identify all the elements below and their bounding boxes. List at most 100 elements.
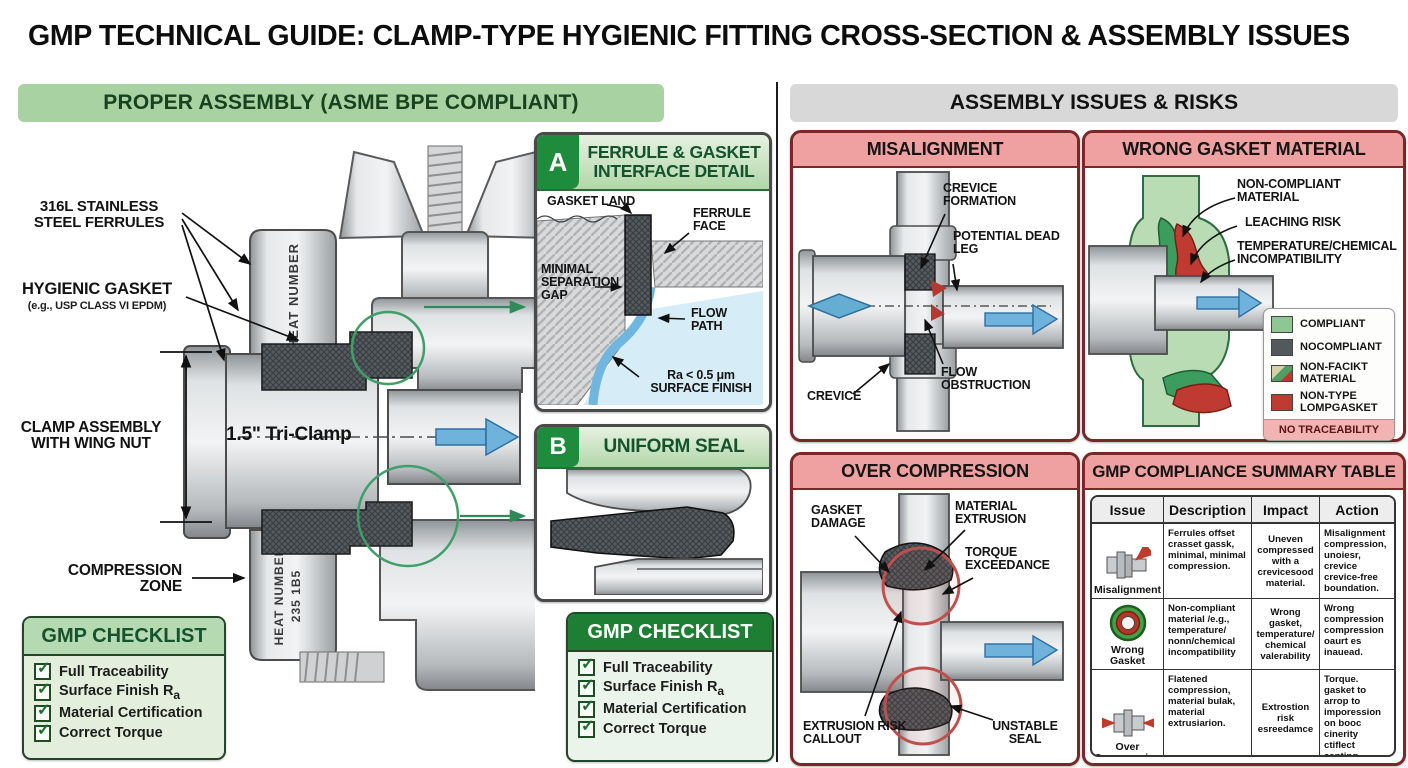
ferrule-top bbox=[566, 468, 752, 516]
over-compression-title: OVER COMPRESSION bbox=[793, 455, 1077, 490]
checkbox-checked-icon bbox=[34, 720, 51, 742]
checklist-item: Correct Torque bbox=[34, 720, 216, 742]
bolt-threads bbox=[304, 651, 359, 683]
table-cell-action: Misalignment compression, unoiesr, crevi… bbox=[1320, 524, 1394, 600]
issues-header: ASSEMBLY ISSUES & RISKS bbox=[790, 84, 1398, 122]
gasket-bulged-bottom bbox=[878, 687, 953, 731]
label-ferrule-face: FERRULE FACE bbox=[693, 206, 751, 233]
checklist-item-label: Full Traceability bbox=[603, 659, 713, 676]
table-row-issue: Wrong Gasket bbox=[1092, 599, 1164, 671]
label-temp-chem: TEMPERATURE/CHEMICAL INCOMPATIBILITY bbox=[1237, 239, 1397, 266]
over-compression-panel: OVER COMPRESSION bbox=[790, 452, 1080, 766]
wrong-gasket-diagram bbox=[1088, 175, 1274, 427]
checklist-item-label: Material Certification bbox=[59, 705, 203, 722]
label-flow-path: FLOW PATH bbox=[691, 306, 727, 333]
pipe-bell-left bbox=[183, 345, 231, 539]
label-material-extrusion: MATERIAL EXTRUSION bbox=[955, 499, 1027, 526]
dimension-line bbox=[160, 351, 212, 523]
detail-b-diagram bbox=[550, 468, 764, 596]
table-cell-impact: Wrong gasket, temperature/ chemical vale… bbox=[1252, 599, 1320, 671]
table-cell-action: Wrong compression compression oaurt es i… bbox=[1320, 599, 1394, 671]
checkbox-checked-icon bbox=[578, 716, 595, 738]
thread-lines bbox=[427, 151, 463, 227]
col-impact: Impact bbox=[1252, 497, 1320, 524]
label-flow-obstruction: FLOW OBSTRUCTION bbox=[941, 365, 1031, 392]
table-cell-action: Torque. gasket to arrop to imporession o… bbox=[1324, 674, 1382, 757]
compliant-swatch-icon bbox=[1271, 316, 1293, 333]
legend-label: NOCOMPLIANT bbox=[1300, 340, 1382, 353]
green-circle-callout-a bbox=[350, 310, 426, 386]
gasket-bottom bbox=[904, 333, 936, 375]
crevice-mark-1 bbox=[931, 280, 947, 297]
label-hygienic-gasket: HYGIENIC GASKET bbox=[21, 280, 173, 298]
checklist-item: Material Certification bbox=[578, 696, 764, 718]
detail-b-tag: B bbox=[537, 427, 579, 467]
gmp-checklist-middle-header: GMP CHECKLIST bbox=[568, 614, 772, 652]
checklist-item-label: Material Certification bbox=[603, 701, 747, 718]
checklist-item-label: Surface Finish Ra bbox=[59, 683, 181, 702]
label-leaching-risk: LEACHING RISK bbox=[1245, 215, 1342, 229]
flow-arrow-icon bbox=[1196, 287, 1263, 319]
detail-a-tag: A bbox=[537, 135, 579, 189]
label-unstable-seal: UNSTABLE SEAL bbox=[992, 719, 1058, 746]
wing-nut-barrel bbox=[401, 231, 489, 307]
checklist-item: Full Traceability bbox=[578, 654, 764, 676]
flow-region bbox=[583, 291, 763, 405]
left-pipe bbox=[800, 571, 904, 693]
over-compression-icon bbox=[1101, 709, 1154, 737]
crevice-mark-2 bbox=[931, 304, 945, 321]
table-cell-description: Flatened compression, material bulak, ma… bbox=[1164, 670, 1252, 755]
noncompliant-swatch-icon bbox=[1271, 339, 1293, 356]
legend-label: NON-TYPE LOMPGASKET bbox=[1300, 390, 1378, 414]
over-compression-diagram bbox=[800, 493, 1064, 756]
summary-table: Issue Description Impact Action Misalign… bbox=[1090, 495, 1396, 757]
table-row-issue: Over Compression bbox=[1092, 670, 1164, 755]
gasket-material-legend: COMPLIANT NOCOMPLIANT NON-FACIKT MATERIA… bbox=[1263, 308, 1395, 442]
table-cell-description: Non-compliant material /e.g., temperatur… bbox=[1164, 599, 1252, 671]
legend-row: COMPLIANT bbox=[1271, 316, 1387, 333]
label-leader-lines bbox=[181, 212, 300, 584]
misalignment-title: MISALIGNMENT bbox=[793, 133, 1077, 168]
checkbox-checked-icon bbox=[578, 675, 595, 697]
flow-arrow-icon bbox=[984, 303, 1059, 336]
checklist-item: Material Certification bbox=[34, 700, 216, 722]
summary-table-panel: GMP COMPLIANCE SUMMARY TABLE Issue Descr… bbox=[1082, 452, 1406, 766]
gmp-checklist-middle: GMP CHECKLIST Full Traceability Surface … bbox=[566, 612, 774, 762]
heat-number-code: 235 1B5 bbox=[289, 570, 303, 622]
label-min-gap: MINIMAL SEPARATION GAP bbox=[541, 262, 620, 302]
green-circle-callout-b bbox=[356, 464, 460, 568]
checkbox-checked-icon bbox=[578, 654, 595, 676]
clamp-bolt bbox=[299, 651, 385, 683]
checklist-item-label: Correct Torque bbox=[59, 725, 163, 742]
label-gasket-damage: GASKET DAMAGE bbox=[811, 503, 866, 530]
clamp-assembly-diagram: HEAT NUMBER HEAT NUMBER 235 1B5 bbox=[160, 145, 535, 691]
label-clamp-assembly: CLAMP ASSEMBLY WITH WING NUT bbox=[20, 419, 162, 453]
checklist-item: Full Traceability bbox=[34, 658, 216, 680]
checklist-item-label: Full Traceability bbox=[59, 663, 169, 680]
label-gasket-subtitle: (e.g., USP CLASS VI EPDM) bbox=[27, 300, 167, 312]
misalignment-icon bbox=[1106, 546, 1151, 579]
label-torque-exceedance: TORQUE EXCEEDANCE bbox=[965, 545, 1050, 572]
wrong-gasket-title: WRONG GASKET MATERIAL bbox=[1085, 133, 1403, 168]
label-non-compliant: NON-COMPLIANT MATERIAL bbox=[1237, 177, 1341, 204]
detail-b-title: UNIFORM SEAL bbox=[603, 435, 745, 457]
col-action: Action bbox=[1320, 497, 1394, 524]
table-row-issue: Misalignment bbox=[1092, 524, 1164, 600]
section-divider bbox=[776, 82, 778, 762]
gasket-uniform bbox=[550, 506, 735, 560]
label-dead-leg: POTENTIAL DEAD LEG bbox=[953, 229, 1060, 256]
checkbox-checked-icon bbox=[34, 679, 51, 701]
label-ferrules: 316L STAINLESS STEEL FERRULES bbox=[33, 198, 165, 231]
red-gasket-swatch-icon bbox=[1271, 394, 1293, 412]
checklist-item: Correct Torque bbox=[578, 716, 764, 738]
legend-row: NOCOMPLIANT bbox=[1271, 339, 1387, 356]
detail-a-diagram bbox=[537, 202, 764, 406]
flow-diamond-icon bbox=[806, 293, 874, 319]
summary-table-title: GMP COMPLIANCE SUMMARY TABLE bbox=[1085, 455, 1403, 490]
table-cell-impact: Extrostion risk esreedamce bbox=[1252, 670, 1320, 755]
checklist-item-label: Surface Finish Ra bbox=[603, 679, 725, 698]
gasket-surface-wave bbox=[537, 215, 618, 223]
over-compression-leaders bbox=[854, 529, 994, 721]
